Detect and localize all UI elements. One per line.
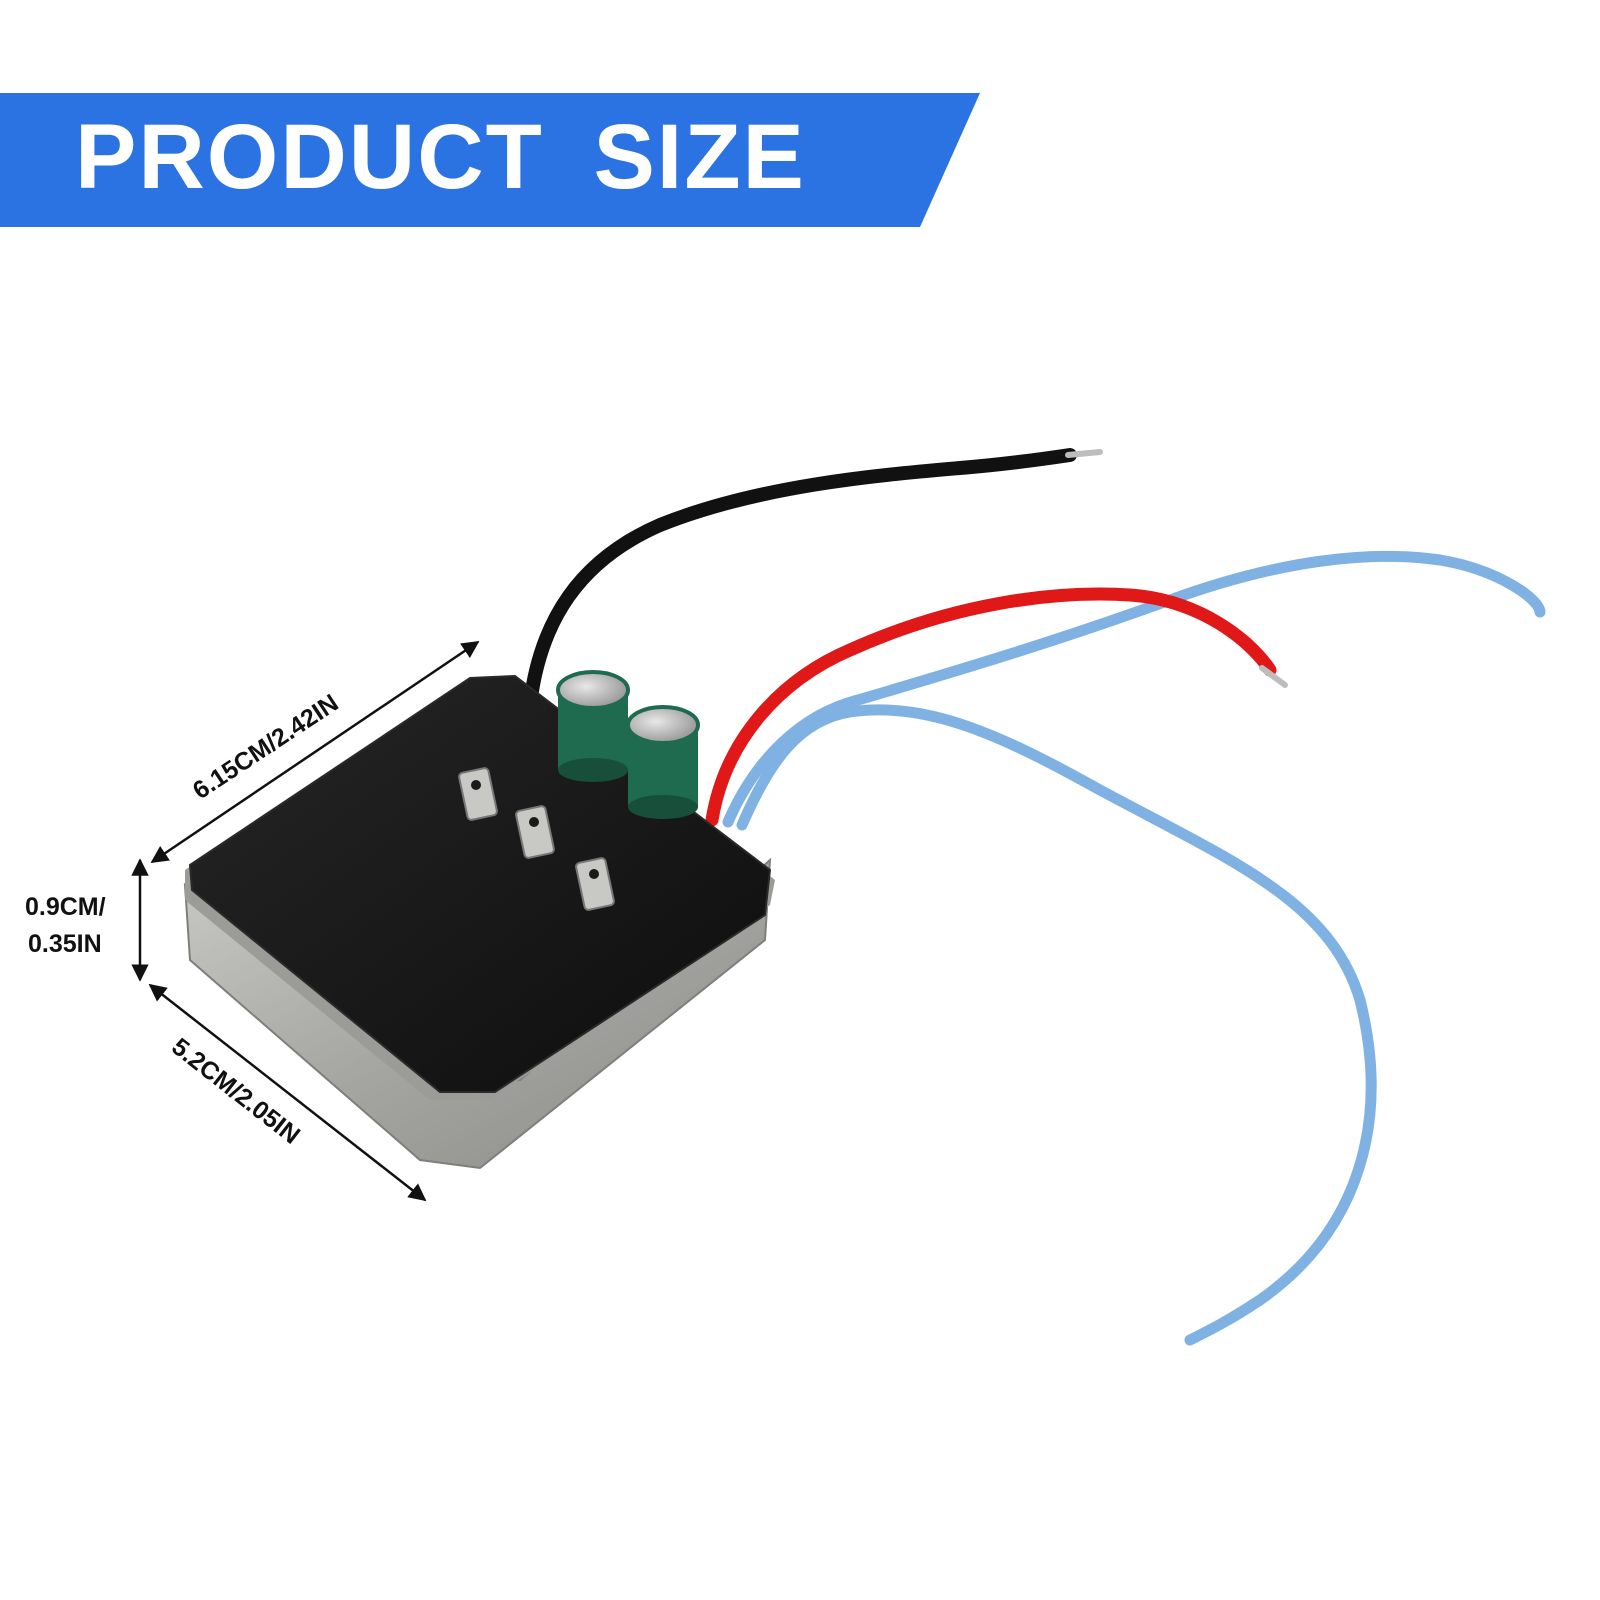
capacitor-2 bbox=[626, 705, 700, 819]
red-wire-tip bbox=[1259, 665, 1288, 688]
banner-title: PRODUCT SIZE bbox=[75, 106, 806, 208]
red-wire bbox=[705, 587, 1277, 827]
product-size-banner: PRODUCT SIZE bbox=[0, 93, 980, 227]
banner-background bbox=[0, 93, 980, 227]
length-dimension-arrow bbox=[150, 640, 480, 864]
blue-wire-upper bbox=[722, 550, 1546, 828]
capacitor-1 bbox=[556, 670, 630, 782]
width-dimension-arrow bbox=[148, 983, 427, 1202]
height-dimension-label-line2: 0.35IN bbox=[28, 930, 102, 958]
black-wire-tip bbox=[1065, 449, 1103, 458]
height-dimension-label-line1: 0.9CM/ bbox=[25, 893, 106, 921]
blue-wire-long bbox=[736, 704, 1377, 1346]
terminal-2 bbox=[515, 805, 555, 859]
black-wire bbox=[523, 448, 1077, 712]
terminal-3 bbox=[575, 857, 615, 911]
